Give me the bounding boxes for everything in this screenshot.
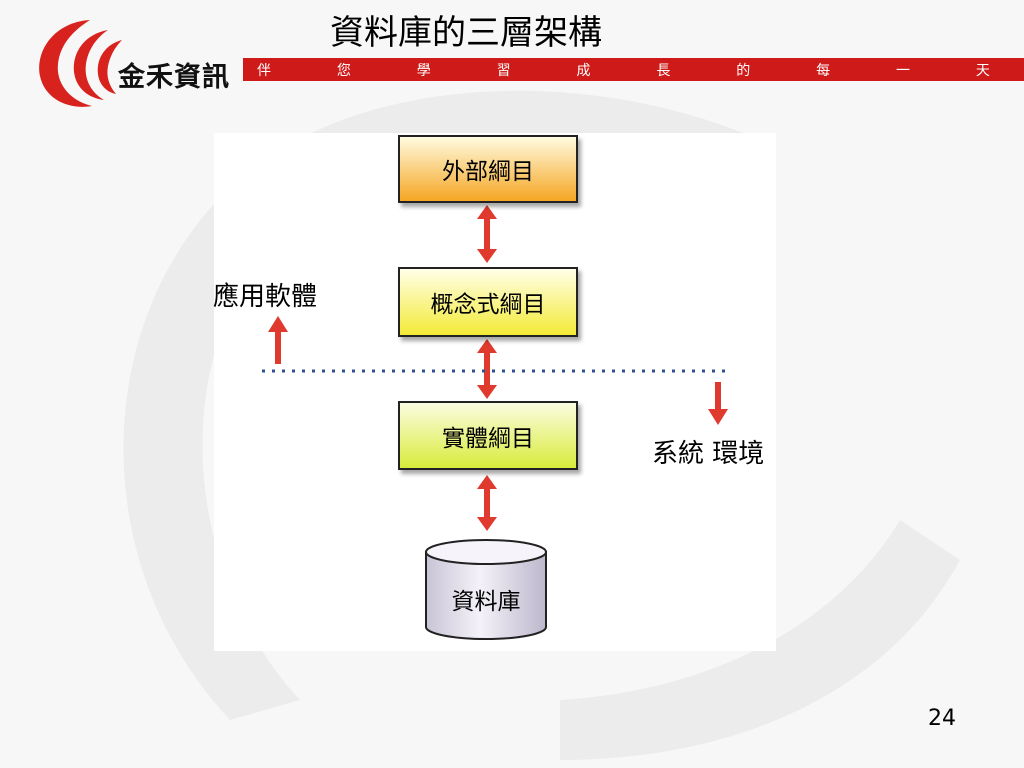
- slogan-char: 天: [975, 62, 990, 79]
- slogan-char: 成: [576, 62, 591, 79]
- double-arrow-external-conceptual: [477, 205, 497, 263]
- company-logo-icon: [39, 20, 122, 107]
- slogan-char: 一: [896, 62, 910, 79]
- up-arrow-icon: [268, 316, 288, 364]
- slogan-char: 習: [496, 62, 511, 79]
- system-environment-label: 系統 環境: [652, 439, 765, 469]
- slide-title: 資料庫的三層架構: [330, 13, 602, 53]
- slogan-char: 學: [416, 62, 431, 79]
- double-arrow-conceptual-physical: [477, 339, 497, 399]
- conceptual-schema-label: 概念式綱目: [430, 292, 546, 318]
- external-schema-label: 外部綱目: [442, 159, 534, 185]
- brand-name: 金禾資訊: [118, 62, 230, 93]
- double-arrow-physical-database: [477, 475, 497, 531]
- application-software-label: 應用軟體: [213, 282, 318, 312]
- slogan-char: 伴: [257, 62, 271, 79]
- down-arrow-icon: [708, 382, 728, 425]
- slogan-char: 的: [736, 62, 751, 79]
- physical-schema-label: 實體綱目: [442, 425, 534, 452]
- external-schema-box: 外部綱目: [398, 135, 578, 203]
- page-number: 24: [928, 706, 956, 731]
- slogan-char: 長: [656, 62, 671, 79]
- database-label: 資料庫: [451, 589, 521, 615]
- database-cylinder-icon: [425, 539, 547, 640]
- conceptual-schema-box: 概念式綱目: [398, 267, 578, 337]
- slogan-char: 您: [336, 62, 351, 79]
- physical-schema-box: 實體綱目: [398, 401, 578, 470]
- slogan-char: 每: [816, 62, 831, 79]
- slogan-bar: 伴 您 學 習 成 長 的 每 一 天: [243, 58, 1024, 81]
